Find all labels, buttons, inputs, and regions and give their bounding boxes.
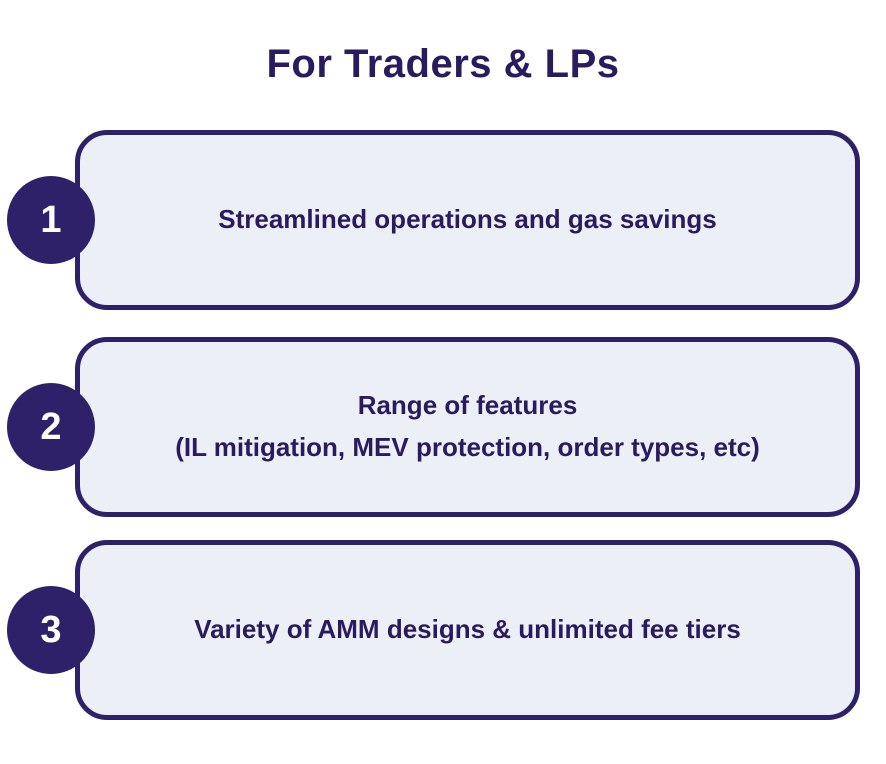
- step-number-2: 2: [40, 405, 62, 448]
- step-number-badge-3: 3: [7, 586, 95, 674]
- feature-box-1: Streamlined operations and gas savings: [75, 130, 860, 310]
- feature-row-1: 1 Streamlined operations and gas savings: [0, 130, 886, 310]
- feature-box-2: Range of features (IL mitigation, MEV pr…: [75, 337, 860, 517]
- step-number-badge-1: 1: [7, 176, 95, 264]
- page-title: For Traders & LPs: [266, 42, 620, 86]
- feature-text-2-line-1: Range of features: [357, 390, 578, 421]
- step-number-badge-2: 2: [7, 383, 95, 471]
- feature-text-1: Streamlined operations and gas savings: [218, 204, 717, 235]
- feature-row-3: 3 Variety of AMM designs & unlimited fee…: [0, 540, 886, 720]
- feature-box-3: Variety of AMM designs & unlimited fee t…: [75, 540, 860, 720]
- step-number-3: 3: [40, 608, 62, 651]
- feature-text-2-line-2: (IL mitigation, MEV protection, order ty…: [175, 432, 760, 462]
- feature-text-3: Variety of AMM designs & unlimited fee t…: [194, 614, 741, 645]
- feature-row-2: 2 Range of features (IL mitigation, MEV …: [0, 337, 886, 517]
- step-number-1: 1: [40, 198, 62, 241]
